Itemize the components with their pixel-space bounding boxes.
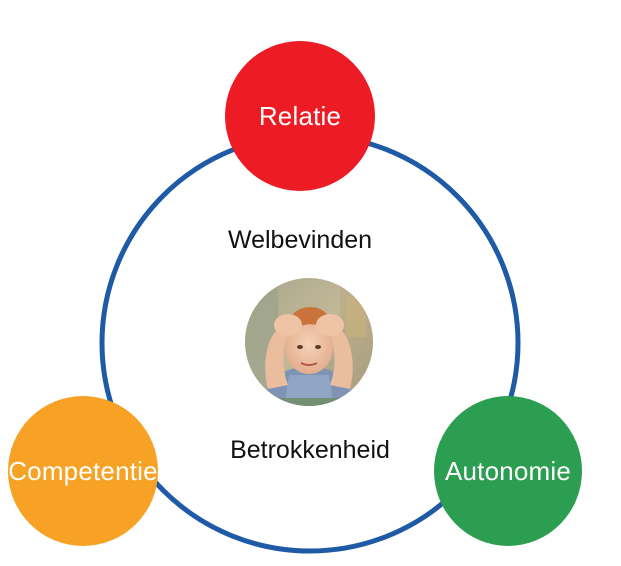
node-autonomie: Autonomie [434,396,582,546]
center-label-welbevinden: Welbevinden [227,226,373,254]
node-competentie: Competentie [8,396,158,546]
node-relatie-label: Relatie [258,100,342,131]
node-competentie-label: Competentie [8,455,158,486]
child-holding-head-photo-icon [245,278,373,406]
node-relatie: Relatie [225,41,375,191]
node-autonomie-label: Autonomie [444,455,572,486]
center-label-betrokkenheid: Betrokkenheid [230,436,390,464]
